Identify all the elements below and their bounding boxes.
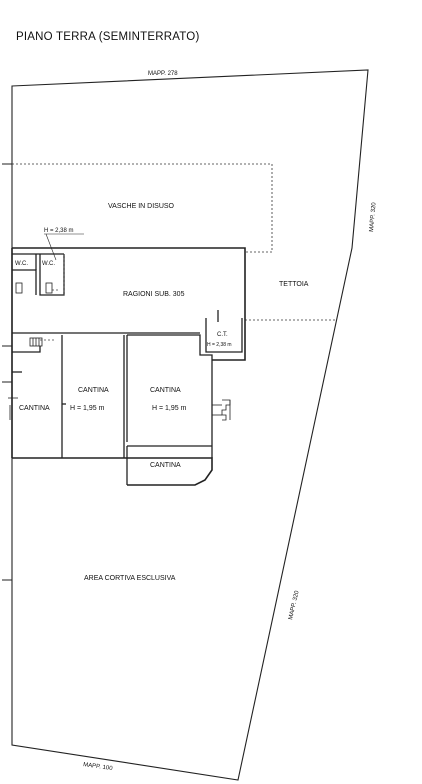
boundary-ticks (2, 163, 12, 581)
h-mid-label: H = 1,95 m (70, 405, 105, 412)
building-outline (11, 247, 246, 486)
h-wc-leader (45, 233, 57, 261)
wc-1-label: W.C. (15, 261, 28, 267)
h-ct-label: H = 2,38 m (207, 342, 232, 348)
mapp-320-top-label: MAPP. 320 (369, 202, 378, 233)
tettoia-label: TETTOIA (279, 281, 309, 288)
property-boundary (11, 69, 369, 781)
mapp-278-label: MAPP. 278 (148, 71, 178, 77)
mapp-100-label: MAPP. 100 (83, 762, 114, 772)
cantina-bottom-label: CANTINA (150, 462, 181, 469)
cantina-mid-label: CANTINA (78, 387, 109, 394)
h-right-label: H = 1,95 m (152, 405, 187, 412)
ct-label: C.T. (217, 332, 228, 338)
area-cortiva-label: AREA CORTIVA ESCLUSIVA (84, 575, 176, 582)
cantina-right-label: CANTINA (150, 387, 181, 394)
h-wc-label: H = 2,38 m (44, 228, 74, 234)
ragioni-label: RAGIONI SUB. 305 (123, 291, 185, 298)
wc-2-label: W.C. (42, 261, 55, 267)
mapp-320-bottom-label: MAPP. 320 (288, 590, 301, 621)
stair-steps (212, 399, 231, 421)
vasche-label: VASCHE IN DISUSO (108, 203, 175, 210)
utility-marks (8, 282, 53, 420)
cantina-left-label: CANTINA (19, 405, 50, 412)
dashed-partitions (40, 254, 65, 341)
interior-walls (12, 253, 243, 485)
page-title: PIANO TERRA (SEMINTERRATO) (16, 31, 200, 43)
vasche-area (12, 163, 337, 321)
